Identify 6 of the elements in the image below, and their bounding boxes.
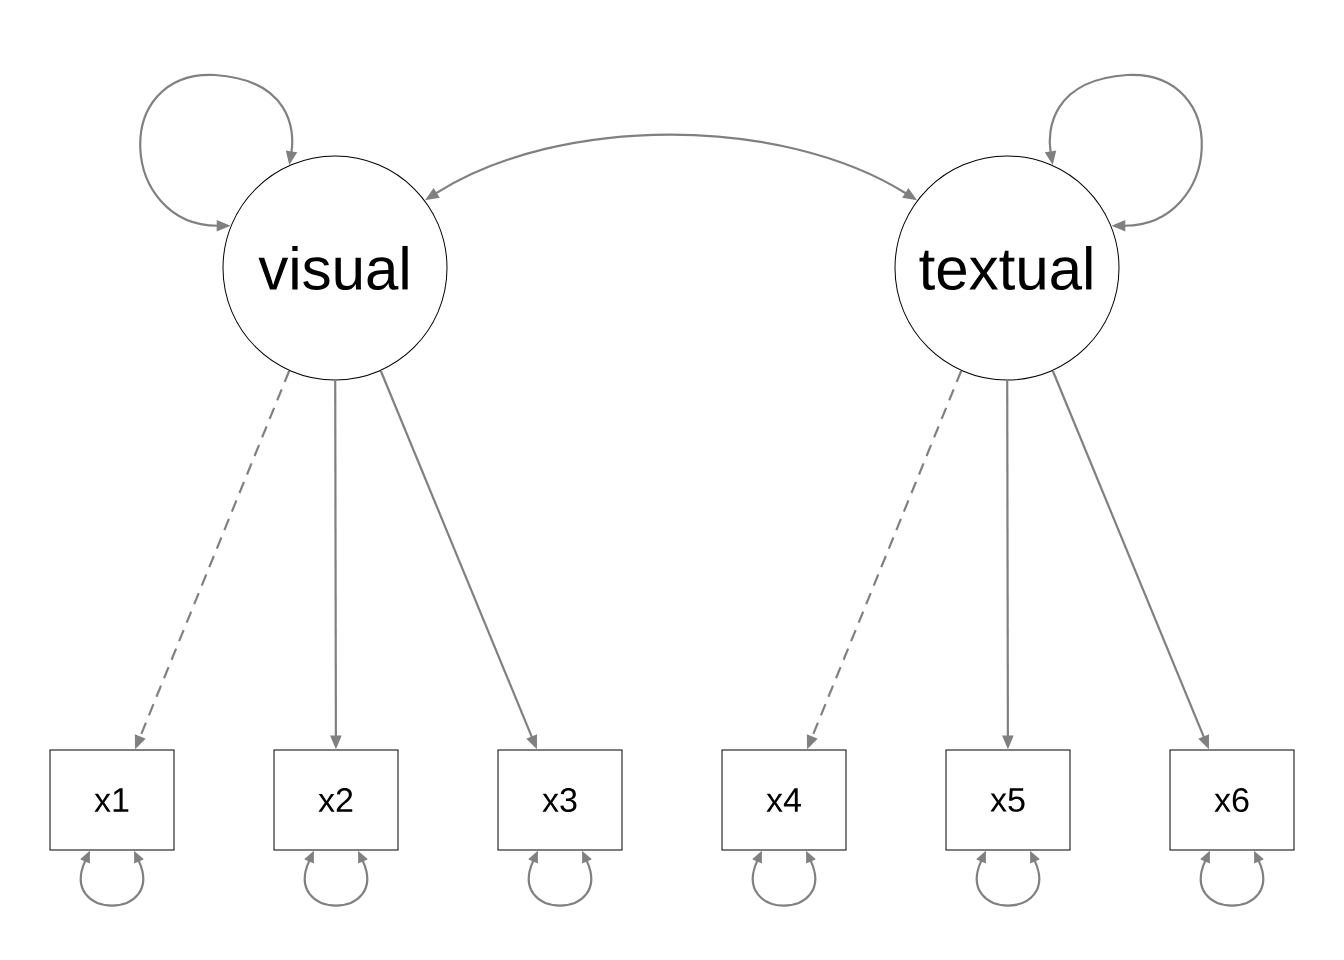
observed-box: x6 xyxy=(1169,749,1295,851)
observed-box: x5 xyxy=(945,749,1071,851)
observed-box: x2 xyxy=(273,749,399,851)
observed-box: x3 xyxy=(497,749,623,851)
observed-box: x4 xyxy=(721,749,847,851)
observed-box: x1 xyxy=(49,749,175,851)
